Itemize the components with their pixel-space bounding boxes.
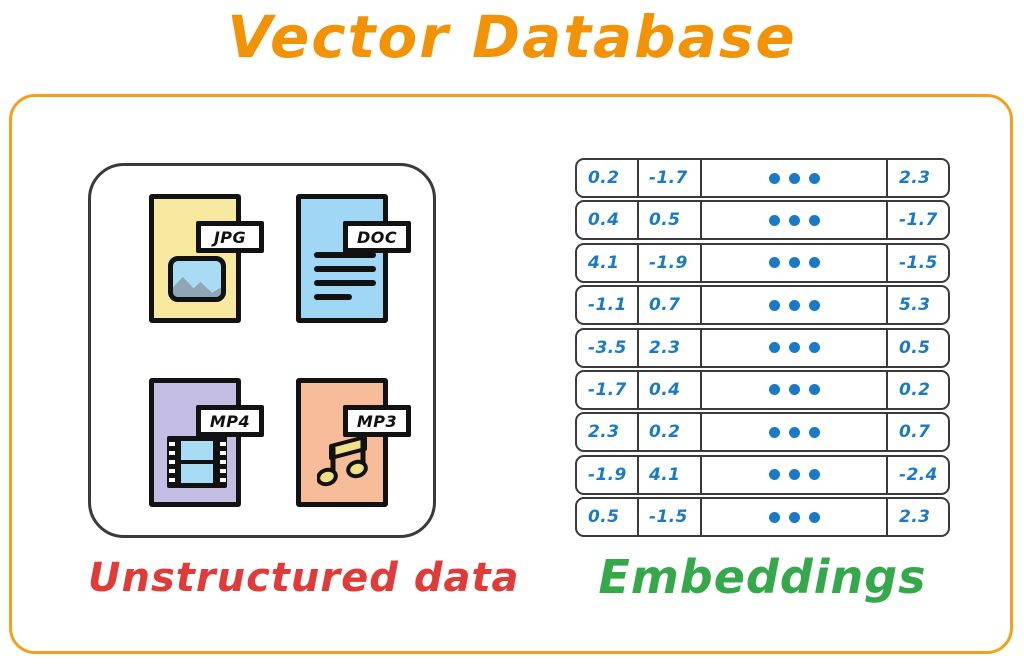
vector-cell: 2.3 bbox=[899, 507, 931, 528]
vector-cell: 0.2 bbox=[577, 160, 639, 196]
diagram-frame bbox=[9, 94, 1013, 654]
vector-cell: -1.7 bbox=[899, 210, 938, 231]
vector-ellipsis-icon bbox=[702, 414, 888, 451]
image-thumbnail-icon bbox=[168, 256, 226, 302]
vector-ellipsis-icon bbox=[702, 371, 888, 408]
vector-cell: 0.4 bbox=[577, 202, 639, 239]
vector-cell: 0.2 bbox=[639, 414, 702, 451]
vector-ellipsis-icon bbox=[702, 499, 888, 536]
vector-cell: 2.3 bbox=[577, 414, 639, 451]
vector-cell: -1.7 bbox=[577, 371, 639, 408]
music-note-icon bbox=[317, 435, 368, 487]
vector-ellipsis-icon bbox=[702, 202, 888, 239]
audio-file-icon: MP3 bbox=[296, 378, 411, 507]
filmstrip-frames bbox=[181, 440, 213, 484]
file-icon-grid: JPG DOC MP4 bbox=[91, 166, 433, 535]
vector-cell: -1.7 bbox=[639, 160, 702, 196]
vector-cell: 0.4 bbox=[639, 371, 702, 408]
document-text-lines-icon bbox=[314, 252, 376, 300]
vector-ellipsis-icon bbox=[702, 456, 888, 493]
vector-cell: 4.1 bbox=[577, 244, 639, 281]
vector-row: 0.5-1.5 2.3 bbox=[575, 497, 950, 538]
vector-cell: 2.3 bbox=[899, 168, 931, 188]
vector-cell: -3.5 bbox=[577, 329, 639, 366]
doc-line bbox=[314, 266, 376, 272]
mp3-type-label: MP3 bbox=[343, 405, 411, 437]
vector-cell: 0.2 bbox=[899, 379, 931, 400]
mp4-type-label: MP4 bbox=[196, 405, 264, 437]
vector-ellipsis-icon bbox=[702, 287, 888, 324]
vector-cell: -1.5 bbox=[899, 252, 938, 273]
doc-line bbox=[314, 294, 353, 300]
filmstrip-icon bbox=[167, 436, 227, 488]
video-file-icon: MP4 bbox=[149, 378, 264, 507]
vector-cell: -1.9 bbox=[577, 456, 639, 493]
image-file-icon: JPG bbox=[149, 194, 264, 323]
vector-cell: -2.4 bbox=[899, 464, 938, 485]
doc-line bbox=[314, 252, 376, 258]
vector-cell: 4.1 bbox=[639, 456, 702, 493]
mountain-shape bbox=[173, 276, 221, 297]
vector-cell: 0.5 bbox=[899, 337, 931, 358]
doc-line bbox=[314, 280, 376, 286]
vector-cell: 0.7 bbox=[899, 422, 931, 443]
vector-ellipsis-icon bbox=[702, 160, 888, 196]
vector-cell: -1.5 bbox=[639, 499, 702, 536]
vector-ellipsis-icon bbox=[702, 329, 888, 366]
document-file-icon: DOC bbox=[296, 194, 411, 323]
vector-cell: 5.3 bbox=[899, 295, 931, 316]
filmstrip-holes-left bbox=[167, 440, 176, 484]
vector-cell: 2.3 bbox=[639, 329, 702, 366]
vector-cell: -1.1 bbox=[577, 287, 639, 324]
vector-cell: 0.5 bbox=[577, 499, 639, 536]
vector-cell: 0.7 bbox=[639, 287, 702, 324]
unstructured-data-caption: Unstructured data bbox=[88, 555, 520, 601]
embeddings-caption: Embeddings bbox=[598, 550, 927, 604]
unstructured-data-panel: JPG DOC MP4 bbox=[88, 163, 436, 538]
doc-type-label: DOC bbox=[343, 221, 411, 253]
jpg-type-label: JPG bbox=[196, 221, 264, 253]
filmstrip-holes-right bbox=[218, 440, 227, 484]
vector-cell: 0.5 bbox=[639, 202, 702, 239]
page-title: Vector Database bbox=[227, 3, 797, 71]
vector-cell: -1.9 bbox=[639, 244, 702, 281]
vector-ellipsis-icon bbox=[702, 244, 888, 281]
vector-row: 0.2-1.7 2.3 bbox=[575, 158, 950, 198]
vector-row: 4.1-1.9 -1.5 bbox=[575, 242, 950, 283]
